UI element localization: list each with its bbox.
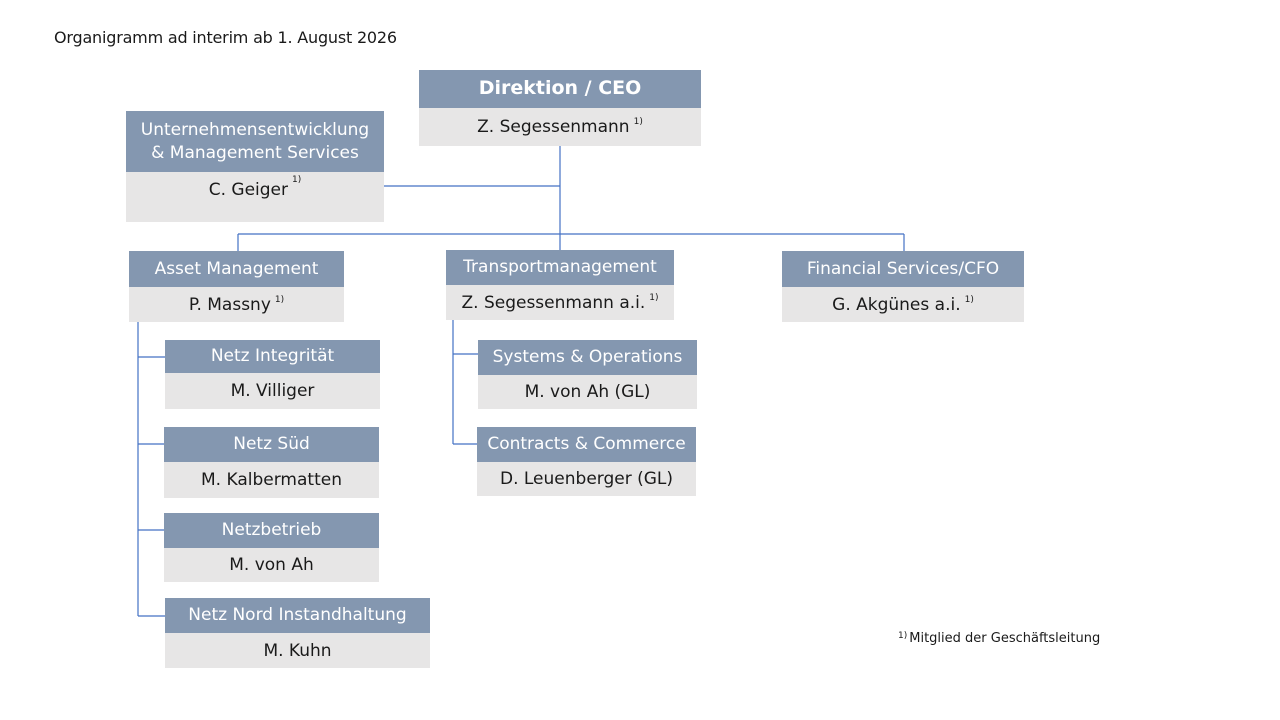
unit-netz-sued: Netz Süd M. Kalbermatten xyxy=(164,427,379,498)
unit-ni-person: M. Villiger xyxy=(165,373,380,409)
unit-unternehmensentwicklung: Unternehmensentwicklung & Management Ser… xyxy=(126,111,384,222)
unit-fs-title: Financial Services/CFO xyxy=(782,251,1024,287)
footnote: 1)Mitglied der Geschäftsleitung xyxy=(898,631,1100,646)
chart-title: Organigramm ad interim ab 1. August 2026 xyxy=(54,28,397,47)
unit-ns-title: Netz Süd xyxy=(164,427,379,462)
unit-fs-person: G. Akgünes a.i.1) xyxy=(782,287,1024,322)
unit-ceo-title: Direktion / CEO xyxy=(419,70,701,108)
unit-nn-title: Netz Nord Instandhaltung xyxy=(165,598,430,633)
unit-ceo-person-name: Z. Segessenmann xyxy=(477,117,630,137)
unit-nb-person: M. von Ah xyxy=(164,548,379,582)
unit-am-person-name: P. Massny xyxy=(188,294,271,315)
unit-so-person: M. von Ah (GL) xyxy=(478,375,697,409)
unit-cc-title: Contracts & Commerce xyxy=(477,427,696,462)
unit-tm-person-name: Z. Segessenmann a.i. xyxy=(461,292,646,313)
unit-financial-services: Financial Services/CFO G. Akgünes a.i.1) xyxy=(782,251,1024,322)
unit-am-title: Asset Management xyxy=(129,251,344,287)
footnote-marker: 1) xyxy=(633,117,643,127)
footnote-marker: 1) xyxy=(964,294,974,305)
footnote-marker: 1) xyxy=(292,175,302,185)
footnote-marker: 1) xyxy=(649,292,659,303)
unit-netz-nord-instandhaltung: Netz Nord Instandhaltung M. Kuhn xyxy=(165,598,430,668)
unit-netz-integritaet: Netz Integrität M. Villiger xyxy=(165,340,380,409)
unit-so-title: Systems & Operations xyxy=(478,340,697,375)
unit-netzbetrieb: Netzbetrieb M. von Ah xyxy=(164,513,379,582)
footnote-marker: 1) xyxy=(274,294,285,305)
unit-contracts-commerce: Contracts & Commerce D. Leuenberger (GL) xyxy=(477,427,696,496)
unit-ni-title: Netz Integrität xyxy=(165,340,380,373)
unit-tm-person: Z. Segessenmann a.i.1) xyxy=(446,285,674,320)
unit-systems-operations: Systems & Operations M. von Ah (GL) xyxy=(478,340,697,409)
unit-ns-person: M. Kalbermatten xyxy=(164,462,379,498)
unit-ue-title-line1: Unternehmensentwicklung xyxy=(140,119,370,140)
unit-fs-person-name: G. Akgünes a.i. xyxy=(832,294,961,315)
unit-nn-person: M. Kuhn xyxy=(165,633,430,668)
unit-ue-title-line2: & Management Services xyxy=(151,142,359,163)
unit-tm-title: Transportmanagement xyxy=(446,250,674,285)
footnote-text: Mitglied der Geschäftsleitung xyxy=(909,631,1101,646)
footnote-marker: 1) xyxy=(898,631,908,641)
unit-transportmanagement: Transportmanagement Z. Segessenmann a.i.… xyxy=(446,250,674,320)
unit-ue-person-name: C. Geiger xyxy=(208,180,289,200)
unit-cc-person: D. Leuenberger (GL) xyxy=(477,462,696,496)
unit-nb-title: Netzbetrieb xyxy=(164,513,379,548)
unit-ue-title: Unternehmensentwicklung & Management Ser… xyxy=(126,111,384,172)
